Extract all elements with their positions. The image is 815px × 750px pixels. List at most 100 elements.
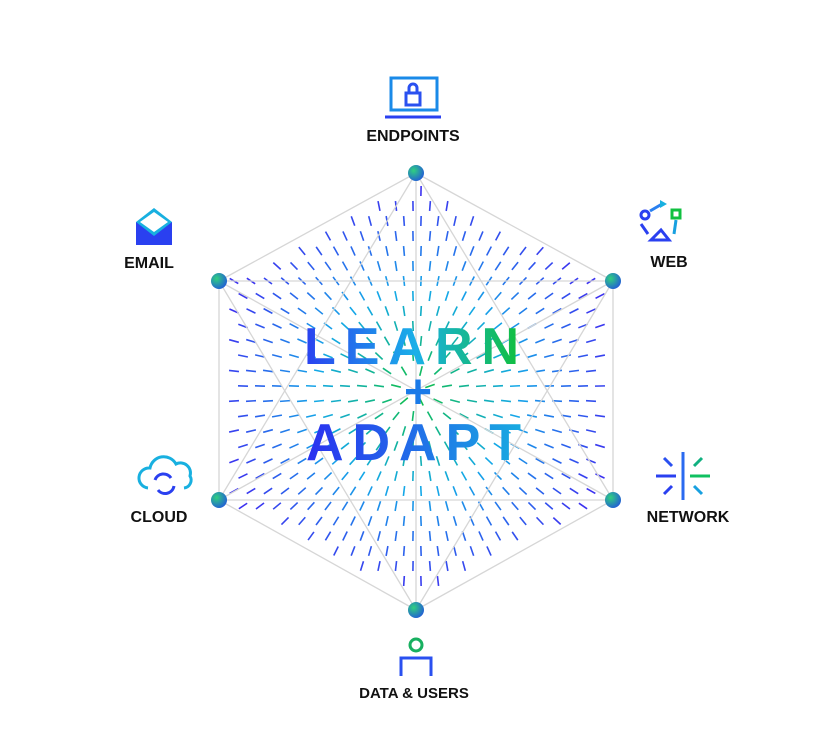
dash-mark [359, 261, 365, 271]
dash-mark [476, 321, 486, 331]
dash-mark [445, 560, 449, 572]
vertex-dot [408, 602, 424, 618]
dash-mark [445, 530, 449, 542]
dash-mark [296, 369, 308, 373]
dash-mark [461, 261, 467, 271]
dash-mark [366, 306, 374, 316]
dash-mark [594, 354, 606, 358]
dash-mark [374, 351, 384, 361]
dash-mark [238, 502, 248, 510]
dash-mark [509, 384, 521, 388]
dash-mark [452, 515, 458, 527]
dash-mark [375, 441, 383, 451]
dash-mark [518, 338, 528, 344]
dash-mark [468, 306, 476, 316]
node-label-network: NETWORK [646, 509, 730, 526]
dash-mark [384, 456, 390, 466]
dash-mark [535, 307, 545, 315]
dash-mark [376, 291, 382, 301]
dash-mark [419, 305, 423, 317]
dash-mark [510, 353, 520, 359]
dash-mark [255, 443, 265, 449]
dash-mark [425, 383, 435, 389]
dash-mark [436, 545, 440, 557]
dash-mark [339, 384, 351, 388]
dash-mark [411, 350, 415, 362]
dash-mark [569, 458, 579, 464]
vertex-dot [605, 273, 621, 289]
dash-mark [494, 231, 502, 241]
dash-mark [585, 399, 597, 403]
dash-mark [280, 338, 290, 344]
dash-mark [534, 428, 546, 434]
dash-mark [394, 290, 398, 302]
dash-mark [451, 456, 459, 466]
dash-mark [511, 501, 519, 511]
dash-mark [306, 442, 316, 450]
dash-mark [436, 485, 440, 497]
dash-mark [475, 384, 487, 388]
dash-mark [502, 486, 510, 496]
dash-mark [502, 516, 510, 526]
dash-mark [383, 426, 391, 436]
dash-mark [535, 487, 545, 495]
dash-mark [585, 338, 597, 344]
dash-mark [500, 399, 512, 403]
dash-mark [568, 369, 580, 373]
dash-mark [458, 384, 470, 388]
dash-mark [436, 215, 440, 227]
dash-mark [552, 458, 562, 464]
node-label-endpoints: ENDPOINTS [366, 128, 460, 145]
dash-mark [237, 443, 249, 449]
dash-mark [578, 473, 588, 479]
dash-mark [428, 320, 432, 332]
dash-mark [544, 472, 554, 480]
dash-mark [428, 200, 432, 212]
dash-mark [245, 429, 257, 433]
dash-mark [552, 338, 562, 344]
dash-mark [427, 440, 433, 452]
dash-mark [228, 399, 240, 403]
dash-mark [569, 487, 579, 495]
dash-mark [586, 308, 596, 314]
dash-mark [340, 442, 350, 450]
dash-mark [280, 487, 290, 495]
dash-mark [341, 501, 349, 511]
vertex-dots [211, 165, 621, 618]
dash-mark [297, 428, 307, 434]
dash-mark [428, 230, 432, 242]
dash-mark [485, 486, 493, 496]
dash-mark [367, 516, 373, 526]
dash-mark [483, 399, 495, 403]
dash-mark [356, 384, 368, 388]
dash-mark [493, 471, 503, 481]
dash-mark [461, 230, 467, 242]
dash-mark [367, 486, 373, 496]
dash-mark [402, 485, 406, 497]
dash-mark [402, 515, 406, 527]
dash-mark [350, 546, 356, 556]
dash-mark [544, 443, 554, 449]
dash-mark [357, 441, 367, 451]
dash-mark [340, 413, 350, 419]
dash-mark [426, 411, 434, 421]
network-burst-icon [656, 452, 710, 500]
dash-mark [536, 246, 544, 256]
dash-mark [357, 413, 367, 419]
dash-mark [324, 531, 332, 541]
dash-mark [262, 428, 274, 434]
dash-mark [245, 399, 257, 403]
dash-mark [324, 261, 332, 271]
connector-line [218, 280, 614, 501]
dash-mark [313, 399, 325, 403]
dash-mark [552, 517, 562, 525]
dash-mark [350, 246, 356, 256]
dash-mark [394, 530, 398, 542]
dash-mark [314, 428, 324, 434]
dash-mark [349, 486, 357, 496]
dash-mark [476, 442, 486, 450]
dash-mark [578, 292, 588, 300]
dash-mark [228, 338, 240, 344]
dash-mark [535, 516, 545, 526]
dash-mark [519, 246, 527, 256]
